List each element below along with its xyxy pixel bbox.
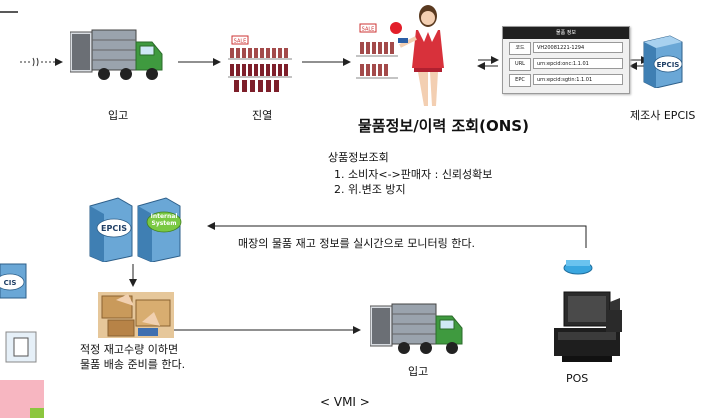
info-row-epc: EPC urn:epcid:sgtin:1.1.01	[509, 74, 623, 87]
manufacturer-epcis-label: 제조사 EPCIS	[630, 109, 696, 122]
monitoring-text: 매장의 물품 재고 정보를 실시간으로 모니터링 한다.	[238, 237, 475, 250]
info-row-key: URL	[509, 58, 531, 71]
epcis-badge-text: EPCIS	[657, 61, 680, 69]
shopper-scanning-icon: SALE	[356, 5, 444, 106]
info-row-value: VH20081221-1294	[533, 42, 623, 53]
info-row-value: urn:epcid:sgtin:1.1.01	[533, 74, 623, 85]
arrow-pos-to-epcis	[207, 222, 587, 248]
restock-line-2: 물품 배송 준비를 한다.	[80, 358, 186, 371]
product-lookup-heading: 상품정보조회	[328, 151, 389, 164]
pos-label: POS	[566, 372, 589, 385]
sale-sign-text-2: SALE	[362, 27, 375, 33]
delivery-truck-icon	[70, 29, 163, 80]
epcis-server-icon: EPCIS	[643, 35, 683, 88]
vmi-label: < VMI >	[320, 395, 370, 409]
info-row-key: EPC	[509, 74, 531, 87]
product-info-card: 물품 정보 코드 VH20081221-1294 URL urn:epcid:o…	[502, 26, 630, 94]
pos-terminal-icon	[554, 260, 622, 362]
ons-title: 물품정보/이력 조회(ONS)	[358, 117, 529, 135]
info-row-url: URL urn:epcid:onc:1.1.01	[509, 58, 623, 71]
info-row-value: urn:epcid:onc:1.1.01	[533, 58, 623, 69]
restock-line-1: 적정 재고수량 이하면	[80, 343, 179, 356]
product-lookup-item-1: 1. 소비자<->판매자 : 신뢰성확보	[334, 168, 493, 181]
left-edge-partial-icon	[0, 331, 44, 418]
incoming-arrow	[20, 57, 63, 67]
epcis-left-text: EPCIS	[101, 224, 127, 233]
info-row-code: 코드 VH20081221-1294	[509, 42, 623, 55]
info-row-key: 코드	[509, 42, 531, 55]
epcis-internal-servers-icon: EPCIS Internal System	[89, 197, 182, 262]
sale-sign-text: SALE	[234, 39, 247, 45]
receiving-label-top: 입고	[108, 109, 129, 122]
receiving-label-bottom: 입고	[408, 365, 429, 378]
product-lookup-item-2: 2. 위.변조 방지	[334, 183, 406, 196]
left-epcis-partial-icon: CIS	[0, 263, 27, 299]
product-info-header: 물품 정보	[503, 27, 629, 39]
display-label: 진열	[252, 109, 273, 122]
display-shelf-icon: SALE	[228, 35, 292, 92]
delivery-truck-bottom-icon	[370, 303, 463, 354]
left-epcis-text: CIS	[4, 279, 17, 287]
internal-system-text: Internal System	[150, 213, 178, 227]
warehouse-boxes-image	[98, 292, 174, 338]
